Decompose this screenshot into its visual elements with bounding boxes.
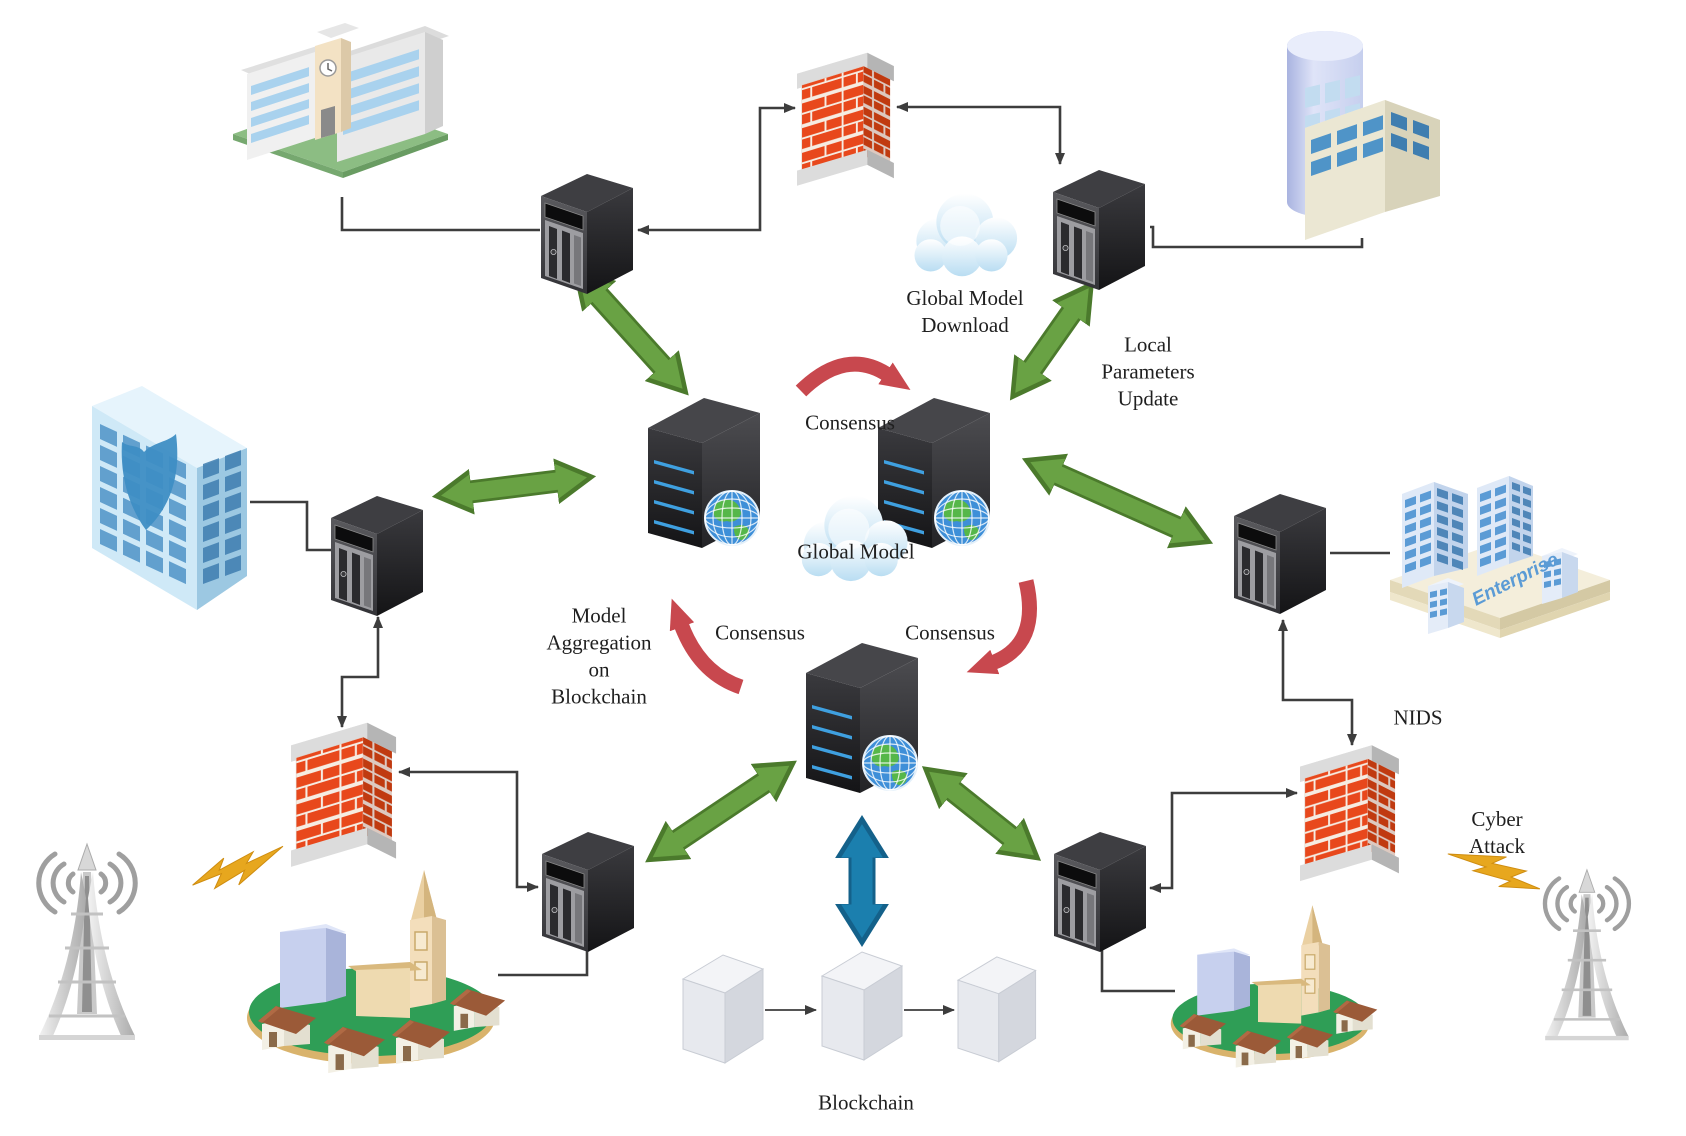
- green-arrow-left: [441, 463, 587, 510]
- cyber-attack-bolt-right-icon: [1444, 832, 1547, 904]
- office-building-icon: [1287, 31, 1440, 240]
- consensus-arrow-right: [966, 579, 1037, 675]
- connector-left-server-firewall: [337, 616, 383, 728]
- connector-bottom-server-village-left: [498, 950, 589, 977]
- global-model-cloud-top-icon: [914, 193, 1018, 277]
- firewall-top-icon: [796, 52, 895, 187]
- connector-hospital-server: [340, 197, 540, 232]
- connector-firewall-top-server-right: [896, 102, 1065, 165]
- green-arrow-bottom-left: [652, 765, 790, 858]
- village-right-icon: [1171, 905, 1377, 1067]
- edge-server-bottom-right-icon: [1053, 831, 1147, 953]
- green-arrow-top-left: [578, 273, 683, 389]
- shield-building-icon: [92, 386, 247, 610]
- connector-nids-bottom-right-server: [1149, 788, 1298, 893]
- consensus-arrow-top: [795, 356, 911, 397]
- edge-server-bottom-left-icon: [541, 831, 635, 953]
- consensus-server-left-icon: [648, 398, 760, 548]
- network-connectors: [250, 102, 1390, 1015]
- connector-server-firewall-top-left: [637, 103, 796, 235]
- blockchain-block-3-icon: [957, 956, 1037, 1063]
- connector-village-right-server: [1100, 950, 1175, 993]
- village-left-icon: [247, 870, 505, 1073]
- edge-server-top-right-icon: [1052, 169, 1146, 291]
- enterprise-campus-icon: Enterprise: [1390, 476, 1610, 638]
- green-arrow-right: [1030, 458, 1205, 544]
- connector-shield-building-server: [250, 500, 331, 552]
- radio-tower-right-icon: [1545, 870, 1629, 1041]
- edge-server-top-left-icon: [540, 173, 634, 295]
- consensus-arrow-left: [669, 598, 744, 695]
- consensus-arrows: [669, 356, 1037, 695]
- connector-firewall-left-bottom-server: [398, 767, 539, 892]
- connector-server-office-building: [1150, 225, 1364, 249]
- nids-firewall-icon: [1299, 744, 1400, 882]
- radio-tower-left-icon: [39, 844, 136, 1040]
- cyber-attack-bolt-left-icon: [187, 839, 291, 899]
- model-exchange-arrows: [431, 266, 1214, 948]
- consensus-server-bottom-icon: [806, 643, 918, 793]
- hospital-building-icon: [232, 22, 450, 179]
- connector-right-server-nids: [1278, 619, 1357, 746]
- edge-server-left-icon: [330, 495, 424, 617]
- edge-server-right-icon: [1233, 493, 1327, 615]
- green-arrow-bottom-right: [929, 771, 1034, 856]
- green-arrow-top-right: [1015, 288, 1089, 393]
- firewall-left-icon: [290, 722, 397, 868]
- blockchain-block-1-icon: [682, 954, 764, 1064]
- blockchain-block-2-icon: [821, 951, 903, 1061]
